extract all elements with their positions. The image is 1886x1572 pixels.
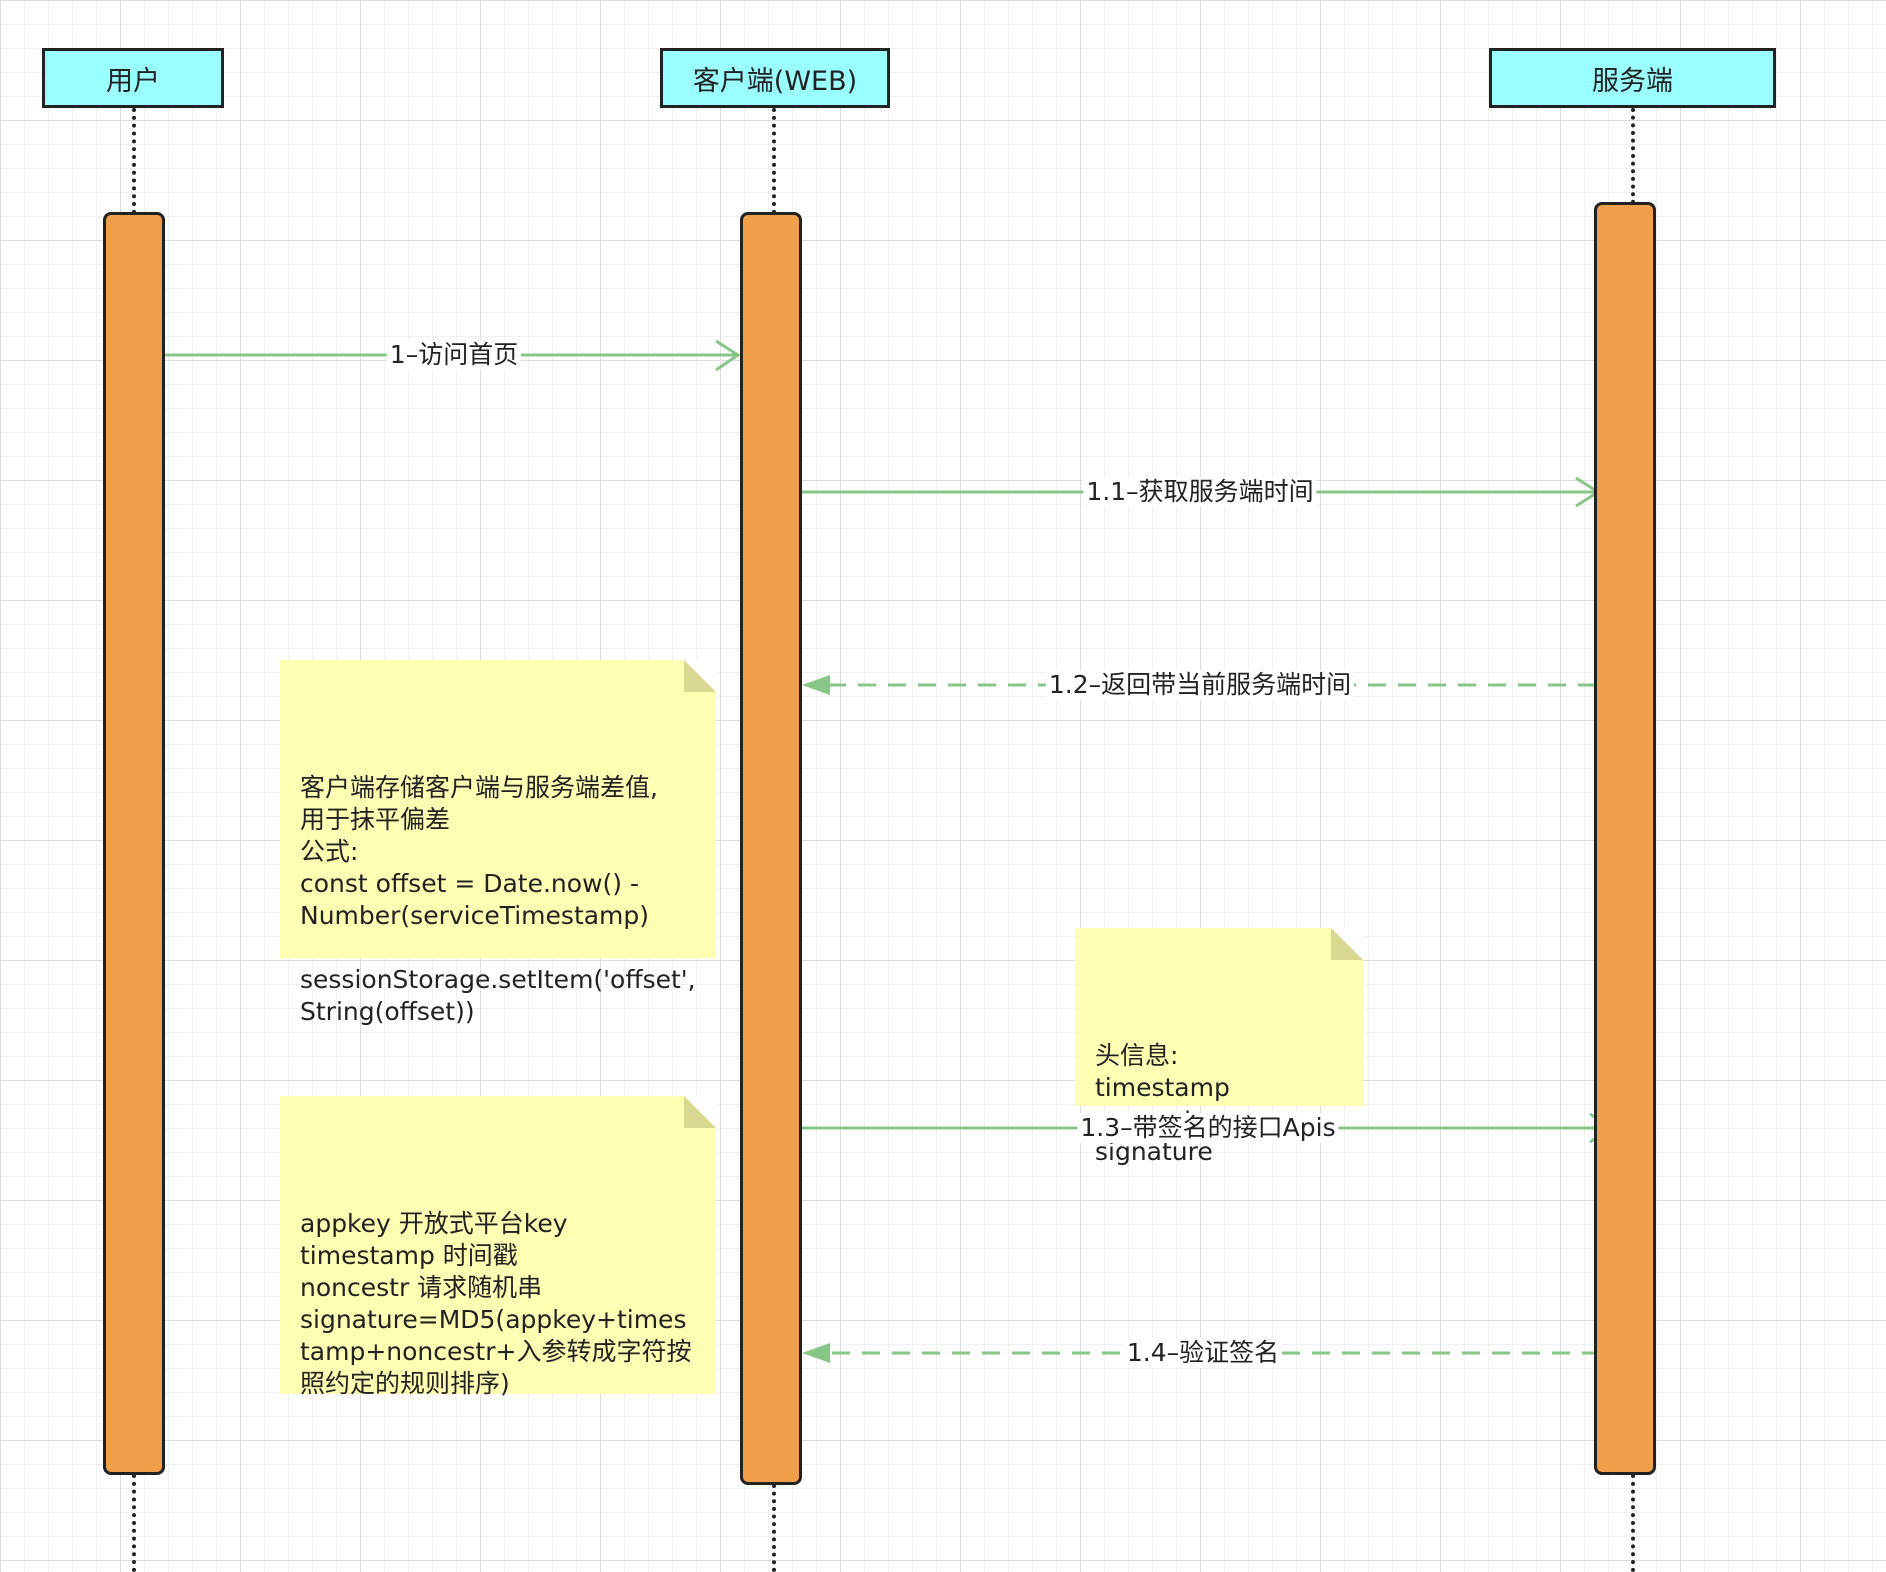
activation-bar-user — [103, 212, 165, 1475]
note-fold — [684, 660, 716, 692]
note-fold — [1331, 928, 1363, 960]
lifeline-user-bottom — [132, 1474, 136, 1572]
note-signature: appkey 开放式平台key timestamp 时间戳 noncestr 请… — [280, 1096, 716, 1398]
actor-client[interactable]: 客户端(WEB) — [660, 48, 890, 108]
note-headers-text: 头信息: timestamp noncestr signature — [1095, 1041, 1230, 1166]
lifeline-user — [132, 108, 136, 214]
note-fold — [684, 1096, 716, 1128]
note-offset: 客户端存储客户端与服务端差值, 用于抹平偏差 公式: const offset … — [280, 660, 716, 1026]
actor-user[interactable]: 用户 — [42, 48, 224, 108]
message-label-5: 1.4–验证签名 — [1123, 1338, 1283, 1368]
activation-bar-client — [740, 212, 802, 1485]
lifeline-client-bottom — [772, 1484, 776, 1572]
actor-server-label: 服务端 — [1592, 65, 1673, 97]
actor-server[interactable]: 服务端 — [1489, 48, 1776, 108]
lifeline-client — [772, 108, 776, 214]
note-offset-text: 客户端存储客户端与服务端差值, 用于抹平偏差 公式: const offset … — [300, 773, 696, 1026]
activation-bar-server — [1594, 202, 1656, 1475]
lifeline-server-bottom — [1631, 1474, 1635, 1572]
note-headers: 头信息: timestamp noncestr signature — [1075, 928, 1363, 1166]
actor-client-label: 客户端(WEB) — [692, 65, 858, 97]
message-label-1: 1–访问首页 — [386, 340, 522, 370]
message-label-3: 1.2–返回带当前服务端时间 — [1045, 670, 1355, 700]
actor-user-label: 用户 — [106, 65, 160, 97]
arrowhead-filled-3 — [802, 675, 830, 695]
message-label-4: 1.3–带签名的接口Apis — [1077, 1113, 1339, 1143]
arrowhead-filled-5 — [802, 1343, 830, 1363]
lifeline-server — [1631, 108, 1635, 204]
note-signature-text: appkey 开放式平台key timestamp 时间戳 noncestr 请… — [300, 1209, 692, 1398]
message-label-2: 1.1–获取服务端时间 — [1083, 477, 1317, 507]
arrowhead-open-1 — [715, 339, 741, 372]
